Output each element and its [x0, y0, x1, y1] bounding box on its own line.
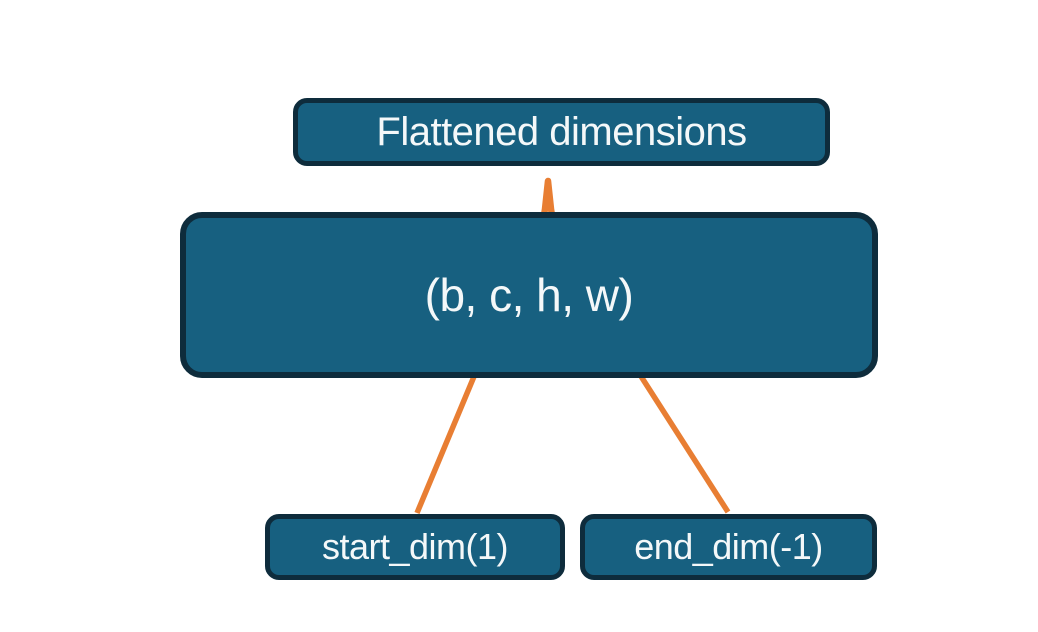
node-end-dim: end_dim(-1) — [580, 514, 877, 580]
node-end-dim-label: end_dim(-1) — [634, 526, 823, 567]
node-tensor-shape-label: (b, c, h, w) — [424, 269, 634, 321]
node-start-dim-label: start_dim(1) — [321, 526, 509, 567]
node-flattened-dimensions-label: Flattened dimensions — [376, 109, 747, 154]
node-start-dim: start_dim(1) — [265, 514, 565, 580]
node-flattened-dimensions: Flattened dimensions — [293, 98, 830, 166]
node-tensor-shape: (b, c, h, w) — [180, 212, 878, 378]
